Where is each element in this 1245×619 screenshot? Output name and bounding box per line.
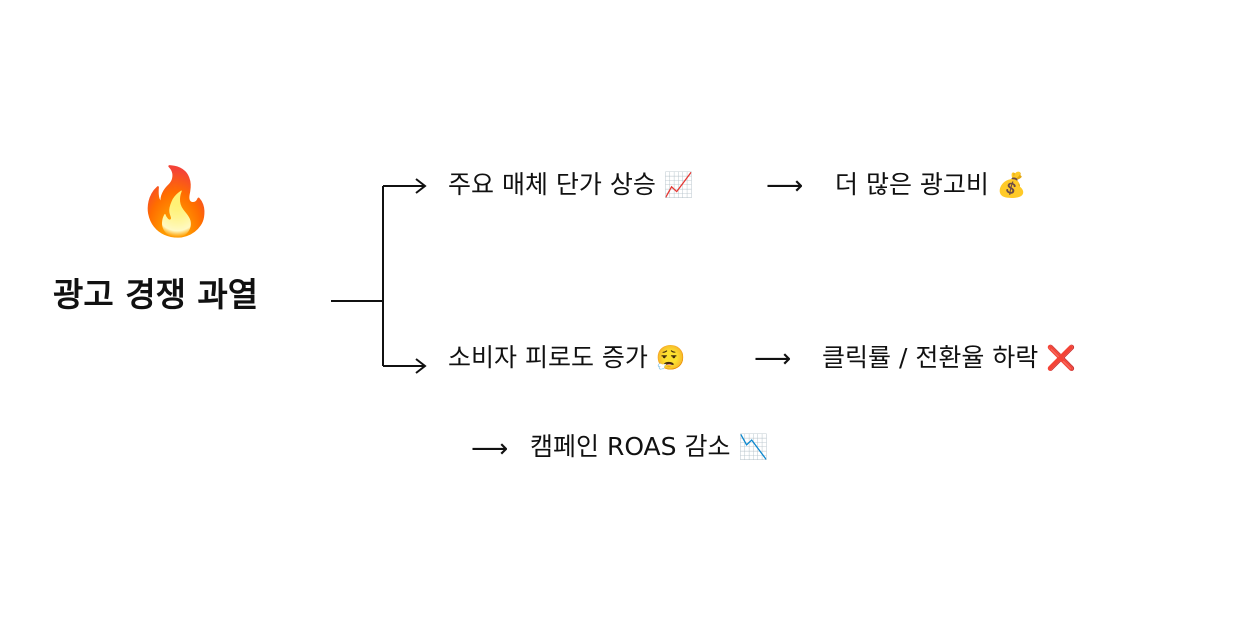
chart-decreasing-icon: 📉 (738, 433, 769, 461)
arrow-icon: ⟶ (754, 344, 792, 374)
money-bag-icon: 💰 (996, 171, 1027, 199)
branch-1-label: 주요 매체 단가 상승 (448, 170, 656, 199)
exhaling-face-icon: 😮‍💨 (655, 344, 686, 372)
arrow-icon: ⟶ (471, 434, 509, 464)
arrow-icon: ⟶ (766, 171, 804, 201)
root-title: 광고 경쟁 과열 (53, 275, 259, 314)
branch-1-result: 더 많은 광고비 💰 (835, 170, 1027, 200)
fire-icon: 🔥 (135, 163, 218, 240)
final-result-label: 캠페인 ROAS 감소 (530, 432, 731, 461)
branch-1: 주요 매체 단가 상승 📈 (448, 170, 694, 200)
branch-2-result: 클릭률 / 전환율 하락 ❌ (822, 343, 1076, 373)
chart-increasing-icon: 📈 (663, 171, 694, 199)
branch-2-result-label: 클릭률 / 전환율 하락 (822, 343, 1039, 372)
final-result: 캠페인 ROAS 감소 📉 (530, 432, 768, 462)
cross-mark-icon: ❌ (1046, 344, 1077, 372)
branch-2: 소비자 피로도 증가 😮‍💨 (448, 343, 686, 373)
branch-1-result-label: 더 많은 광고비 (835, 170, 989, 199)
branch-2-label: 소비자 피로도 증가 (448, 343, 648, 372)
